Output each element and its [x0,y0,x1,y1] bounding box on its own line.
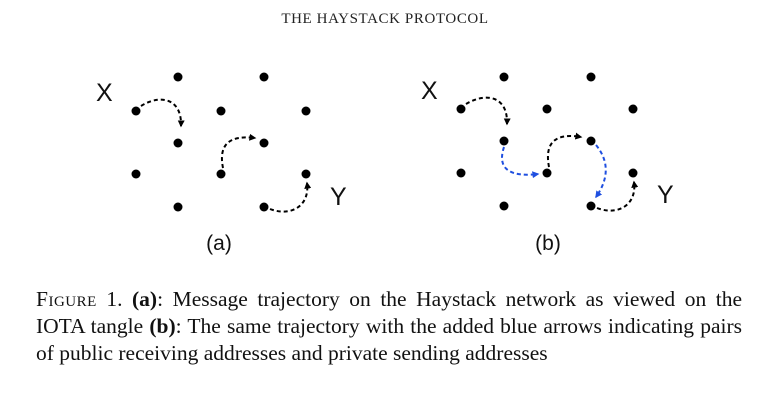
node [586,72,596,82]
panel-b: X Y (b) [421,72,674,255]
node [259,72,269,82]
panel-b-arrows [465,96,639,212]
panel-b-label: (b) [535,232,561,255]
node-start [456,104,466,114]
running-header: THE HAYSTACK PROTOCOL [281,11,489,27]
panel-a-start-label: X [96,79,113,107]
caption-figure-number: 1. [106,287,123,311]
node [216,106,226,116]
node [499,136,509,146]
caption-part-b-text: : The same trajectory with the added blu… [36,314,742,365]
node [259,138,269,148]
caption-part-b-label: (b) [149,314,176,338]
node [173,72,183,82]
blue-arrow [595,144,607,199]
black-arrow [220,133,257,169]
panel-b-nodes [456,72,638,211]
black-arrow [140,98,185,128]
panel-a-nodes [131,72,311,212]
node [586,136,596,146]
node [628,104,638,114]
node [216,169,226,179]
node [259,202,269,212]
node [173,202,183,212]
black-arrow [269,181,312,213]
node-end [301,169,311,179]
panel-b-end-label: Y [657,181,674,209]
panel-b-start-label: X [421,77,438,105]
node [542,104,552,114]
caption-figure-word: Figure [36,287,97,311]
node [499,201,509,211]
black-arrow [596,180,639,212]
node [586,201,596,211]
node-start [131,106,141,116]
black-arrow [465,96,511,126]
panel-a-end-label: Y [330,183,347,211]
figure-caption: Figure 1. (a): Message trajectory on the… [36,286,742,367]
node [301,106,311,116]
black-arrow [546,132,583,168]
node [456,168,466,178]
node [131,169,141,179]
node-end [628,168,638,178]
node [542,168,552,178]
blue-arrow [501,146,540,179]
node [173,138,183,148]
caption-part-a-text: : Message trajectory on the Haystack net… [36,287,743,338]
panel-a-arrows [140,98,312,213]
node [499,72,509,82]
panel-a: X Y (a) [96,72,347,255]
caption-part-a-label: (a) [132,287,158,311]
panel-a-label: (a) [206,232,232,255]
